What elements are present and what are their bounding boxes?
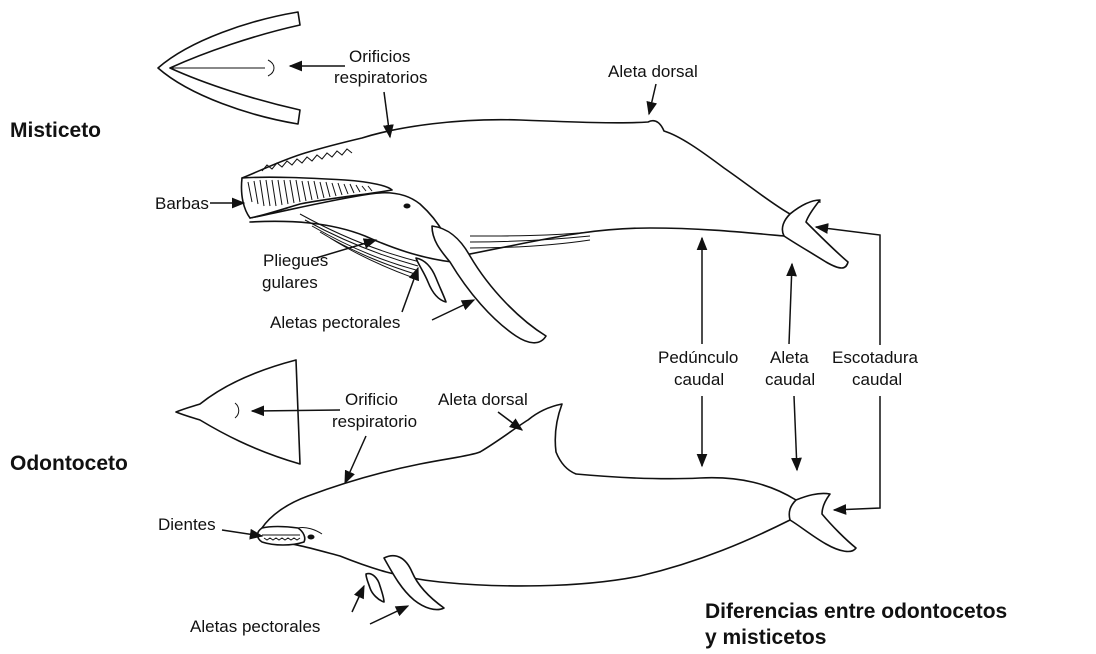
label-orificios-line1: Orificios (349, 47, 410, 66)
label-escotadura-line1: Escotadura (832, 348, 919, 367)
label-aleta-caudal-line2: caudal (765, 370, 815, 389)
label-pedunculo-line2: caudal (674, 370, 724, 389)
label-aleta-dorsal-top: Aleta dorsal (608, 62, 698, 81)
label-pliegues-line1: Pliegues (263, 251, 328, 270)
odontoceto-head-top-view (176, 360, 300, 464)
label-aleta-caudal-line1: Aleta (770, 348, 809, 367)
label-orificios-line2: respiratorios (334, 68, 428, 87)
arrow-orificio-top-view (252, 410, 340, 411)
arrow-pectoral-bottom-large (370, 606, 408, 624)
label-aletas-pectorales-top: Aletas pectorales (270, 313, 400, 332)
misticeto-heading: Misticeto (10, 119, 101, 142)
label-aleta-dorsal-bottom: Aleta dorsal (438, 390, 528, 409)
label-pedunculo-line1: Pedúnculo (658, 348, 738, 367)
caption-line2: y misticetos (705, 626, 826, 649)
arrow-pectoral-bottom-small (352, 586, 364, 612)
arrow-orificios-body (384, 92, 390, 137)
arrow-dientes (222, 530, 262, 536)
odontoceto-heading: Odontoceto (10, 452, 128, 475)
misticeto-head-top-view (158, 12, 300, 124)
label-barbas: Barbas (155, 194, 209, 213)
label-pliegues-line2: gulares (262, 273, 318, 292)
label-escotadura-line2: caudal (852, 370, 902, 389)
label-dientes: Dientes (158, 515, 216, 534)
arrow-orificio-body (345, 436, 366, 483)
label-orificio-line2: respiratorio (332, 412, 417, 431)
arrow-aleta-dorsal-top (649, 84, 656, 114)
arrow-aleta-dorsal-bottom (498, 412, 522, 430)
arrow-pectoral-large (432, 300, 474, 320)
odontoceto-dolphin-body (258, 404, 857, 610)
arrow-aleta-caudal-down (794, 396, 797, 470)
label-aletas-pectorales-bottom: Aletas pectorales (190, 617, 320, 636)
caption-line1: Diferencias entre odontocetos (705, 600, 1007, 623)
label-orificio-line1: Orificio (345, 390, 398, 409)
arrow-escotadura-down (834, 396, 880, 510)
misticeto-whale-body (241, 120, 848, 343)
arrow-aleta-caudal-up (789, 264, 792, 344)
